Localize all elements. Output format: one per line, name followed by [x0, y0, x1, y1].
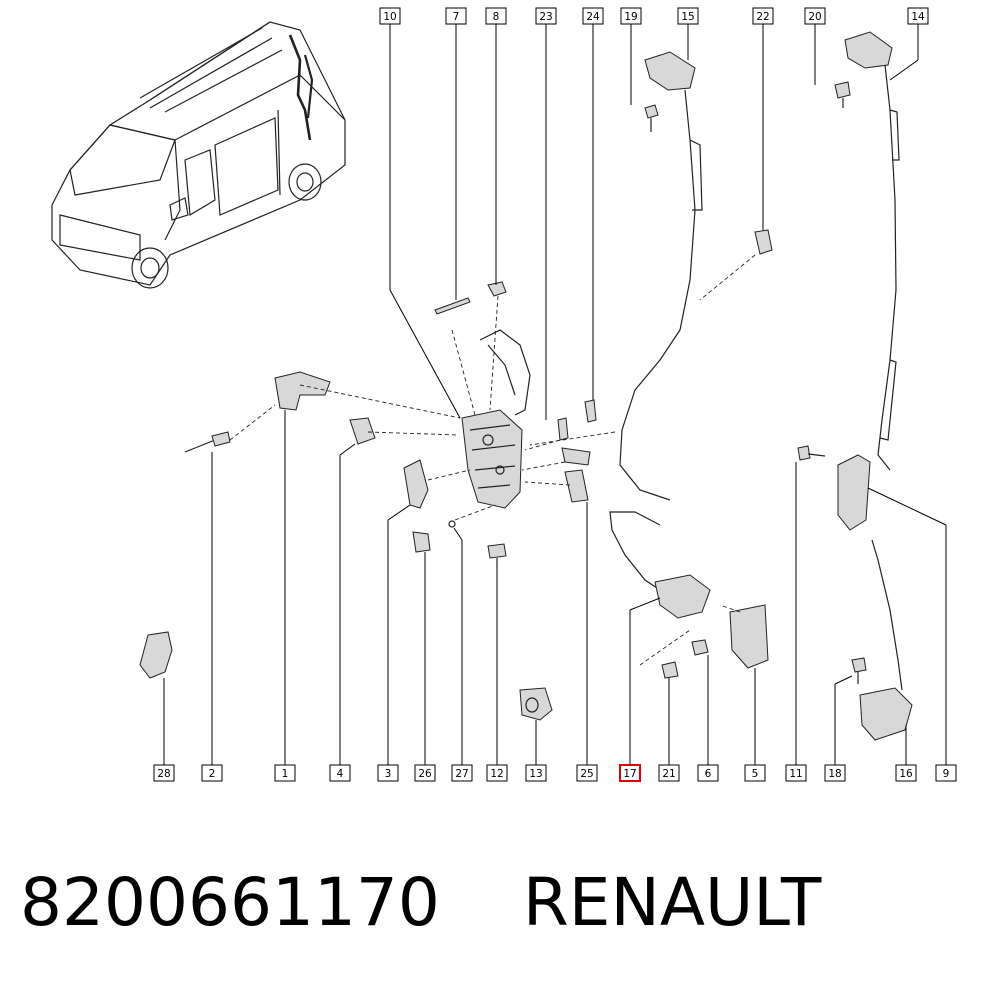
svg-text:12: 12	[490, 768, 503, 780]
callout-7[interactable]: 7	[445, 7, 467, 25]
callouts-bottom: 28 2 1 4 3 26 27 12 13 25 17 21 6 5 11 1…	[153, 764, 957, 782]
callout-27[interactable]: 27	[451, 764, 473, 782]
svg-text:18: 18	[828, 768, 841, 780]
leader-lines	[163, 24, 947, 765]
svg-text:26: 26	[418, 768, 432, 780]
callout-18[interactable]: 18	[824, 764, 846, 782]
callout-6[interactable]: 6	[697, 764, 719, 782]
callout-19[interactable]: 19	[620, 7, 642, 25]
callout-23[interactable]: 23	[535, 7, 557, 25]
callout-13[interactable]: 13	[525, 764, 547, 782]
svg-text:2: 2	[209, 768, 216, 780]
callout-22[interactable]: 22	[752, 7, 774, 25]
callout-20[interactable]: 20	[804, 7, 826, 25]
callout-21[interactable]: 21	[658, 764, 680, 782]
callout-9[interactable]: 9	[935, 764, 957, 782]
callout-28[interactable]: 28	[153, 764, 175, 782]
svg-text:3: 3	[385, 768, 392, 780]
svg-text:16: 16	[899, 768, 913, 780]
svg-text:6: 6	[705, 768, 712, 780]
callout-14[interactable]: 14	[907, 7, 929, 25]
svg-text:1: 1	[282, 768, 289, 780]
callout-8[interactable]: 8	[485, 7, 507, 25]
svg-text:11: 11	[789, 768, 802, 780]
svg-text:13: 13	[529, 768, 542, 780]
callout-17-highlighted[interactable]: 17	[619, 764, 641, 782]
callout-16[interactable]: 16	[895, 764, 917, 782]
svg-text:21: 21	[662, 768, 675, 780]
callout-12[interactable]: 12	[486, 764, 508, 782]
van-illustration	[51, 21, 346, 289]
callout-25[interactable]: 25	[576, 764, 598, 782]
callout-1[interactable]: 1	[274, 764, 296, 782]
svg-text:20: 20	[808, 11, 821, 23]
callout-4[interactable]: 4	[329, 764, 351, 782]
callouts-top: 10 7 8 23 24 19 15 22 20 14	[379, 7, 929, 25]
svg-text:23: 23	[539, 11, 552, 23]
svg-text:28: 28	[157, 768, 170, 780]
svg-text:22: 22	[756, 11, 769, 23]
brand-name: RENAULT	[522, 864, 822, 941]
callout-15[interactable]: 15	[677, 7, 699, 25]
part-number: 8200661170	[20, 864, 440, 941]
svg-text:4: 4	[337, 768, 344, 780]
callout-10[interactable]: 10	[379, 7, 401, 25]
svg-text:17: 17	[623, 768, 636, 780]
callout-26[interactable]: 26	[414, 764, 436, 782]
svg-text:15: 15	[681, 11, 694, 23]
callout-2[interactable]: 2	[201, 764, 223, 782]
svg-text:10: 10	[383, 11, 396, 23]
cables-and-handles	[139, 31, 913, 741]
svg-text:24: 24	[586, 11, 600, 23]
callout-5[interactable]: 5	[744, 764, 766, 782]
callout-11[interactable]: 11	[785, 764, 807, 782]
callout-3[interactable]: 3	[377, 764, 399, 782]
svg-text:9: 9	[943, 768, 950, 780]
lock-mechanism	[184, 254, 756, 568]
svg-text:7: 7	[453, 11, 460, 23]
callout-24[interactable]: 24	[582, 7, 604, 25]
svg-text:25: 25	[580, 768, 593, 780]
svg-text:8: 8	[493, 11, 500, 23]
svg-text:19: 19	[624, 11, 637, 23]
part-caption: 8200661170 RENAULT	[20, 858, 980, 948]
svg-text:5: 5	[752, 768, 759, 780]
svg-text:27: 27	[455, 768, 468, 780]
svg-text:14: 14	[911, 11, 925, 23]
